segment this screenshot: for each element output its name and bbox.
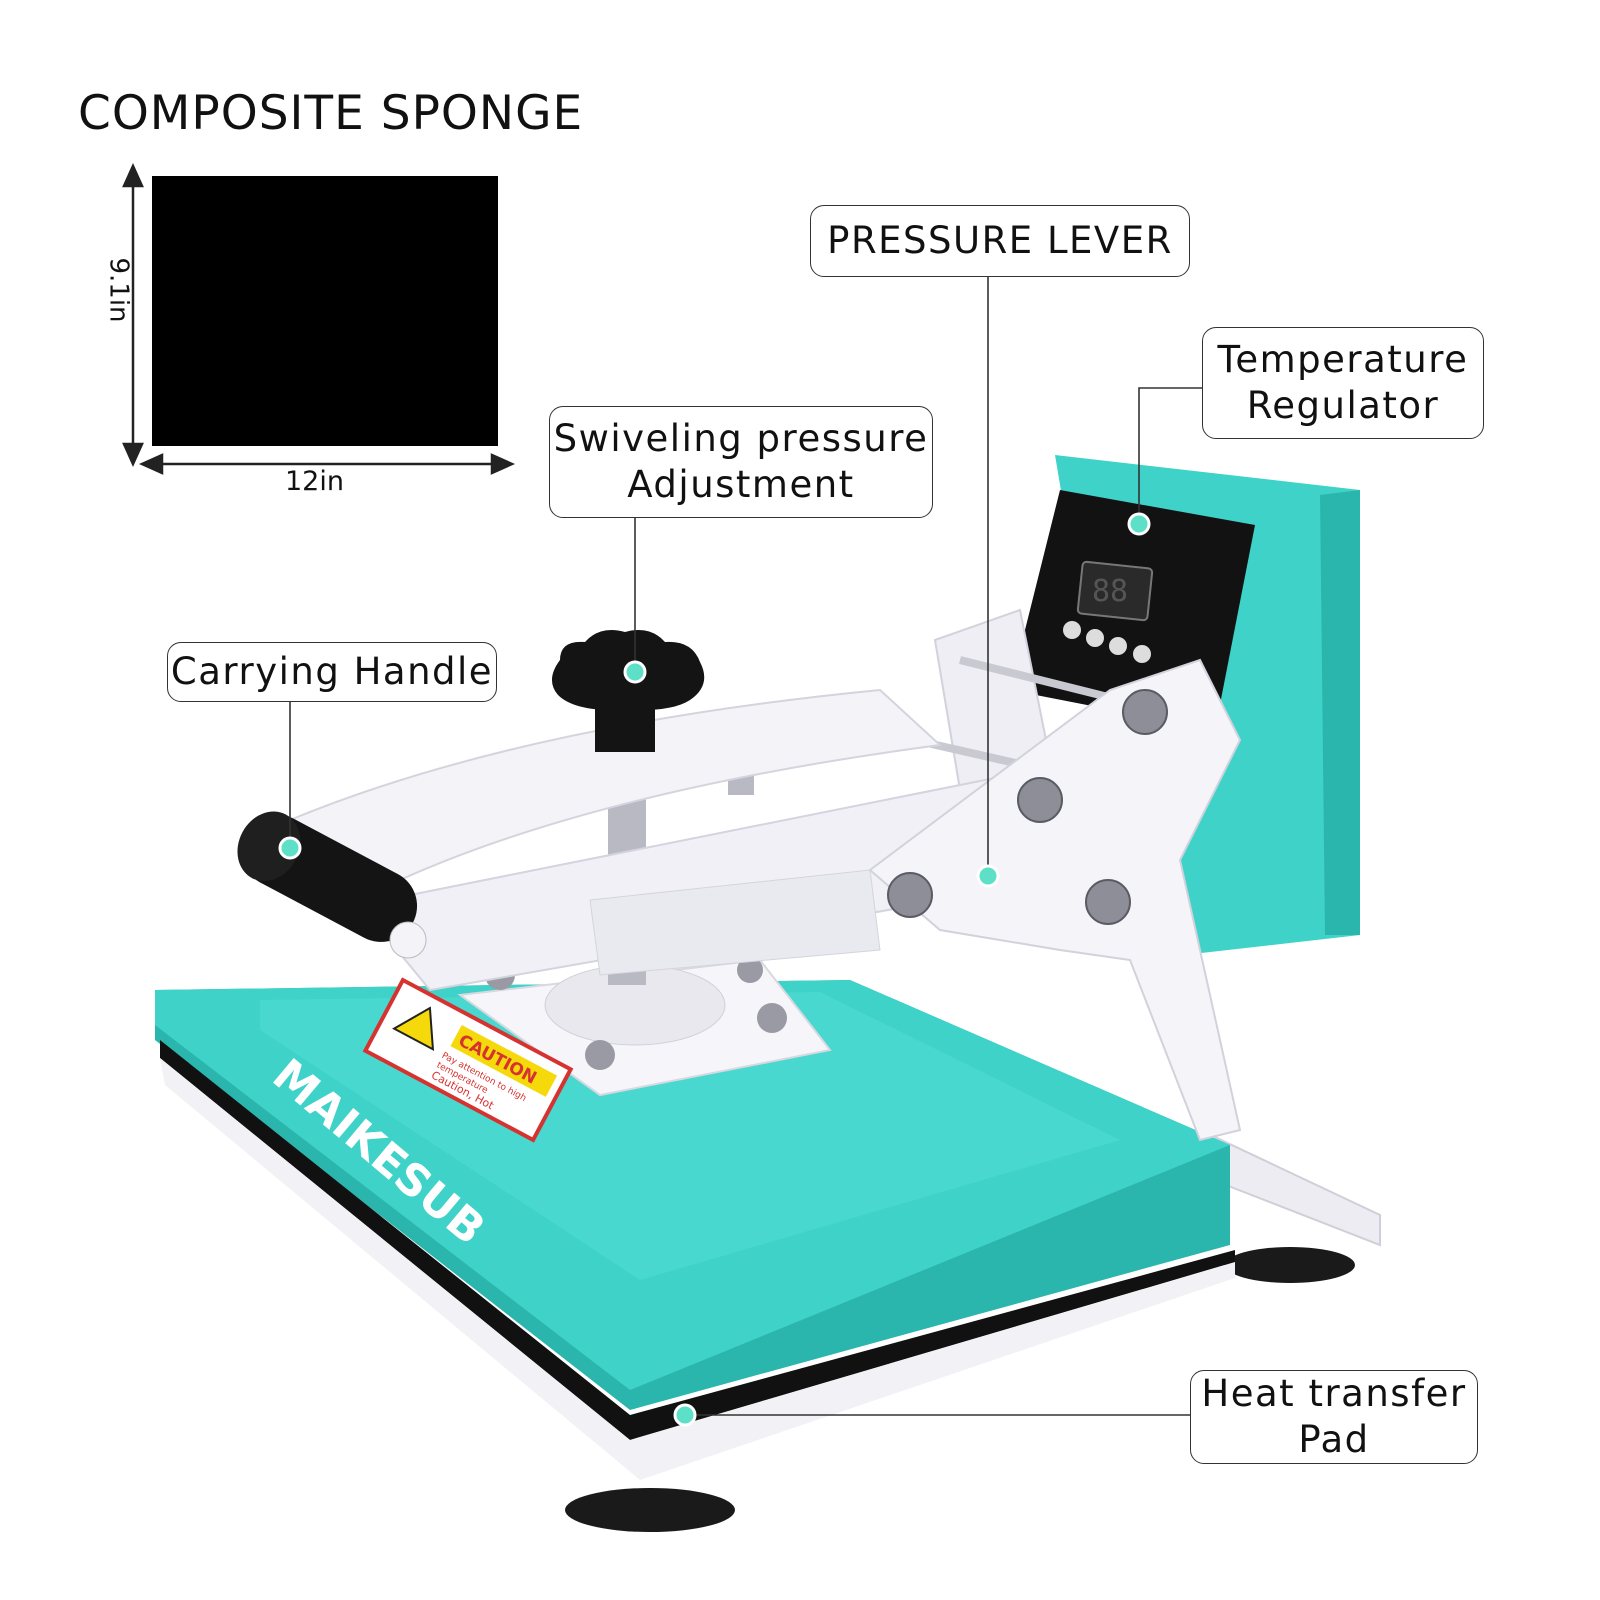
- rod-1: [959, 656, 1121, 704]
- label-heat-transfer-pad: Heat transfer Pad: [1190, 1370, 1478, 1464]
- arrow-down-icon: [122, 442, 144, 468]
- upper-arc-frame: [287, 688, 943, 882]
- arrow-right-icon: [490, 453, 516, 475]
- hot-surface-icon: [392, 1006, 435, 1052]
- arrow-left-icon: [138, 453, 164, 475]
- label-pressure-lever: PRESSURE LEVER: [810, 205, 1190, 277]
- width-dimension-label: 12in: [285, 466, 344, 497]
- handle-bolt: [389, 921, 427, 959]
- page-title: COMPOSITE SPONGE: [78, 86, 584, 141]
- marker-dot-icon: [278, 836, 302, 860]
- temperature-display: [1076, 560, 1154, 622]
- arrow-up-icon: [122, 162, 144, 188]
- linkage-nuts: [887, 689, 1168, 925]
- composite-sponge-swatch: [152, 176, 498, 446]
- panel-buttons: [1063, 621, 1151, 663]
- label-swiveling-pressure-adjustment: Swiveling pressure Adjustment: [549, 406, 933, 518]
- dimension-arrows: [122, 162, 516, 475]
- heat-transfer-pad: [160, 1040, 1235, 1440]
- pressure-lever-linkage: [868, 658, 1242, 1142]
- knob-stem: [595, 700, 655, 752]
- label-temperature-regulator: Temperature Regulator: [1202, 327, 1484, 439]
- rear-foot: [1225, 1247, 1355, 1283]
- caution-sticker: CAUTION Pay attention to high temperatur…: [362, 977, 574, 1143]
- marker-dot-icon: [623, 660, 647, 684]
- label-carrying-handle: Carrying Handle: [167, 642, 497, 702]
- control-box-side: [1320, 490, 1360, 935]
- arm-block: [589, 869, 881, 976]
- marker-dot-icon: [1127, 512, 1151, 536]
- heat-press-machine: 88 CAUTION Pay attention to high: [155, 455, 1381, 1532]
- marker-dot-icon: [976, 864, 1000, 888]
- display-digits: 88: [1092, 574, 1128, 609]
- marker-dot-icon: [673, 1403, 697, 1427]
- front-foot: [565, 1488, 735, 1532]
- marker-dots: [278, 512, 1151, 1427]
- leader-lines: [289, 273, 1208, 1416]
